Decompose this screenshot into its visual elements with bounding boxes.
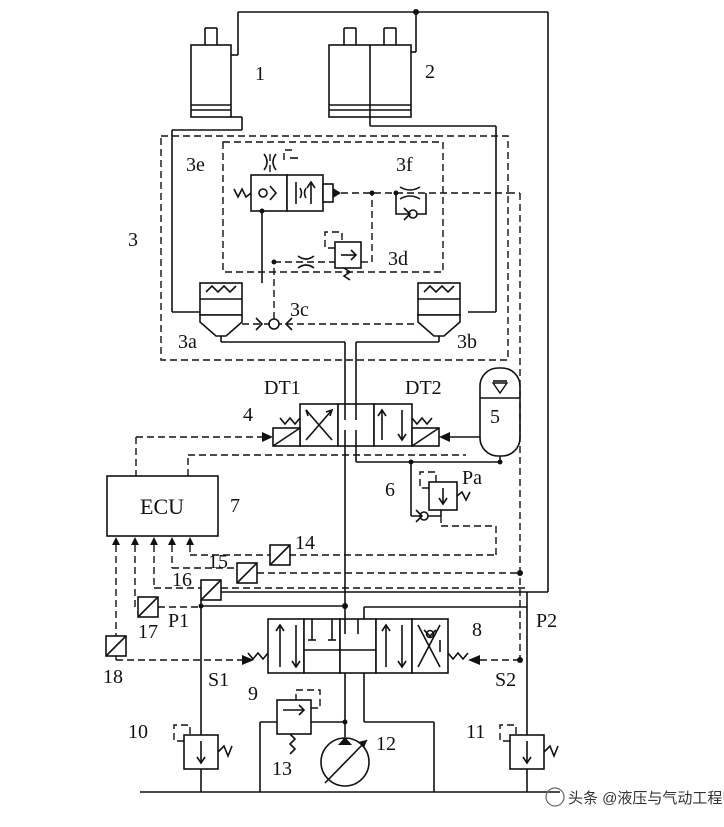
label-3d: 3d bbox=[388, 248, 408, 270]
label-p1: P1 bbox=[168, 610, 189, 632]
pump-12 bbox=[320, 673, 370, 787]
label-3e: 3e bbox=[186, 154, 205, 176]
label-3: 3 bbox=[128, 229, 138, 251]
watermark: 头条 @液压与气动工程师 bbox=[545, 787, 724, 807]
ecu-inputs bbox=[112, 537, 496, 636]
sensor-16 bbox=[154, 579, 527, 606]
label-dt2: DT2 bbox=[405, 377, 442, 399]
ecu-block bbox=[106, 475, 219, 537]
accumulator-5 bbox=[479, 367, 521, 462]
label-3a: 3a bbox=[178, 331, 197, 353]
label-14: 14 bbox=[295, 532, 315, 554]
label-pa: Pa bbox=[462, 467, 482, 489]
label-p2: P2 bbox=[536, 610, 557, 632]
valve-3a bbox=[199, 282, 243, 342]
label-s2: S2 bbox=[495, 669, 516, 691]
sensor-18 bbox=[105, 635, 242, 661]
label-3b: 3b bbox=[457, 331, 477, 353]
charging-valve-6 bbox=[410, 462, 497, 555]
label-17: 17 bbox=[138, 621, 158, 643]
watermark-text: 头条 @液压与气动工程师 bbox=[568, 790, 724, 807]
valve-3f bbox=[341, 186, 508, 221]
label-3c: 3c bbox=[290, 299, 309, 321]
label-cylinder-2: 2 bbox=[425, 61, 435, 83]
label-8: 8 bbox=[472, 619, 482, 641]
label-cylinder-1: 1 bbox=[255, 63, 265, 85]
label-3f: 3f bbox=[396, 154, 413, 176]
label-s1: S1 bbox=[208, 669, 229, 691]
label-5: 5 bbox=[490, 406, 500, 428]
relief-valve-10 bbox=[173, 724, 233, 792]
label-7: 7 bbox=[230, 495, 240, 517]
label-16: 16 bbox=[172, 569, 192, 591]
label-6: 6 bbox=[385, 479, 395, 501]
label-9: 9 bbox=[248, 683, 258, 705]
label-13: 13 bbox=[272, 758, 292, 780]
sensor-17 bbox=[137, 596, 201, 618]
label-4: 4 bbox=[243, 404, 253, 426]
cylinder-2 bbox=[328, 12, 417, 118]
sensor-15 bbox=[172, 562, 520, 584]
sensor-14 bbox=[269, 544, 291, 566]
valve-group-3 bbox=[160, 117, 509, 361]
label-18: 18 bbox=[103, 666, 123, 688]
label-ecu: ECU bbox=[140, 494, 184, 519]
valve-3b bbox=[417, 282, 461, 342]
label-11: 11 bbox=[466, 721, 485, 743]
cylinder-1 bbox=[190, 12, 243, 130]
label-15: 15 bbox=[208, 551, 228, 573]
relief-valve-11 bbox=[499, 724, 559, 792]
valve-3e bbox=[233, 149, 341, 283]
relief-valve-9 bbox=[260, 689, 345, 755]
directional-valve-8 bbox=[247, 618, 469, 674]
top-line bbox=[201, 9, 549, 593]
directional-valve-4 bbox=[272, 403, 503, 604]
label-dt1: DT1 bbox=[264, 377, 301, 399]
relief-valve-3d bbox=[271, 194, 373, 281]
label-12: 12 bbox=[376, 733, 396, 755]
label-10: 10 bbox=[128, 721, 148, 743]
shuttle-valve-3c bbox=[242, 262, 418, 331]
